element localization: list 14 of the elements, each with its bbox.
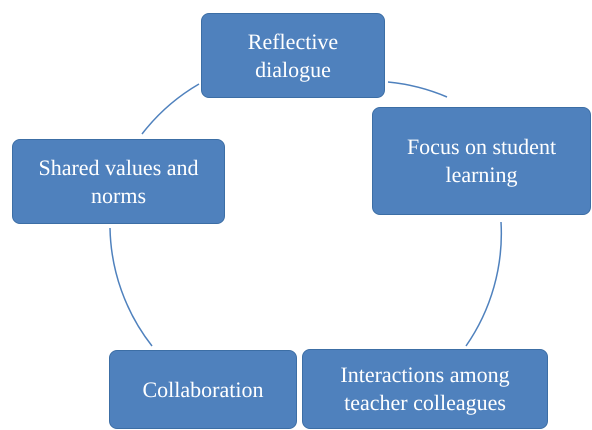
process-box xyxy=(201,13,385,98)
connector-arc xyxy=(141,83,200,134)
box-label: Shared values and norms xyxy=(37,154,200,210)
process-box xyxy=(109,350,297,429)
process-box xyxy=(372,107,591,215)
connector-arc xyxy=(388,81,448,98)
process-box xyxy=(12,139,225,224)
box-label: Reflective dialogue xyxy=(246,28,340,84)
connector-arc xyxy=(465,222,502,346)
connector-arc xyxy=(109,228,153,346)
process-box xyxy=(302,349,548,429)
box-label: Focus on student learning xyxy=(406,133,558,189)
box-label: Collaboration xyxy=(142,376,264,404)
box-label: Interactions among teacher colleagues xyxy=(339,361,511,417)
